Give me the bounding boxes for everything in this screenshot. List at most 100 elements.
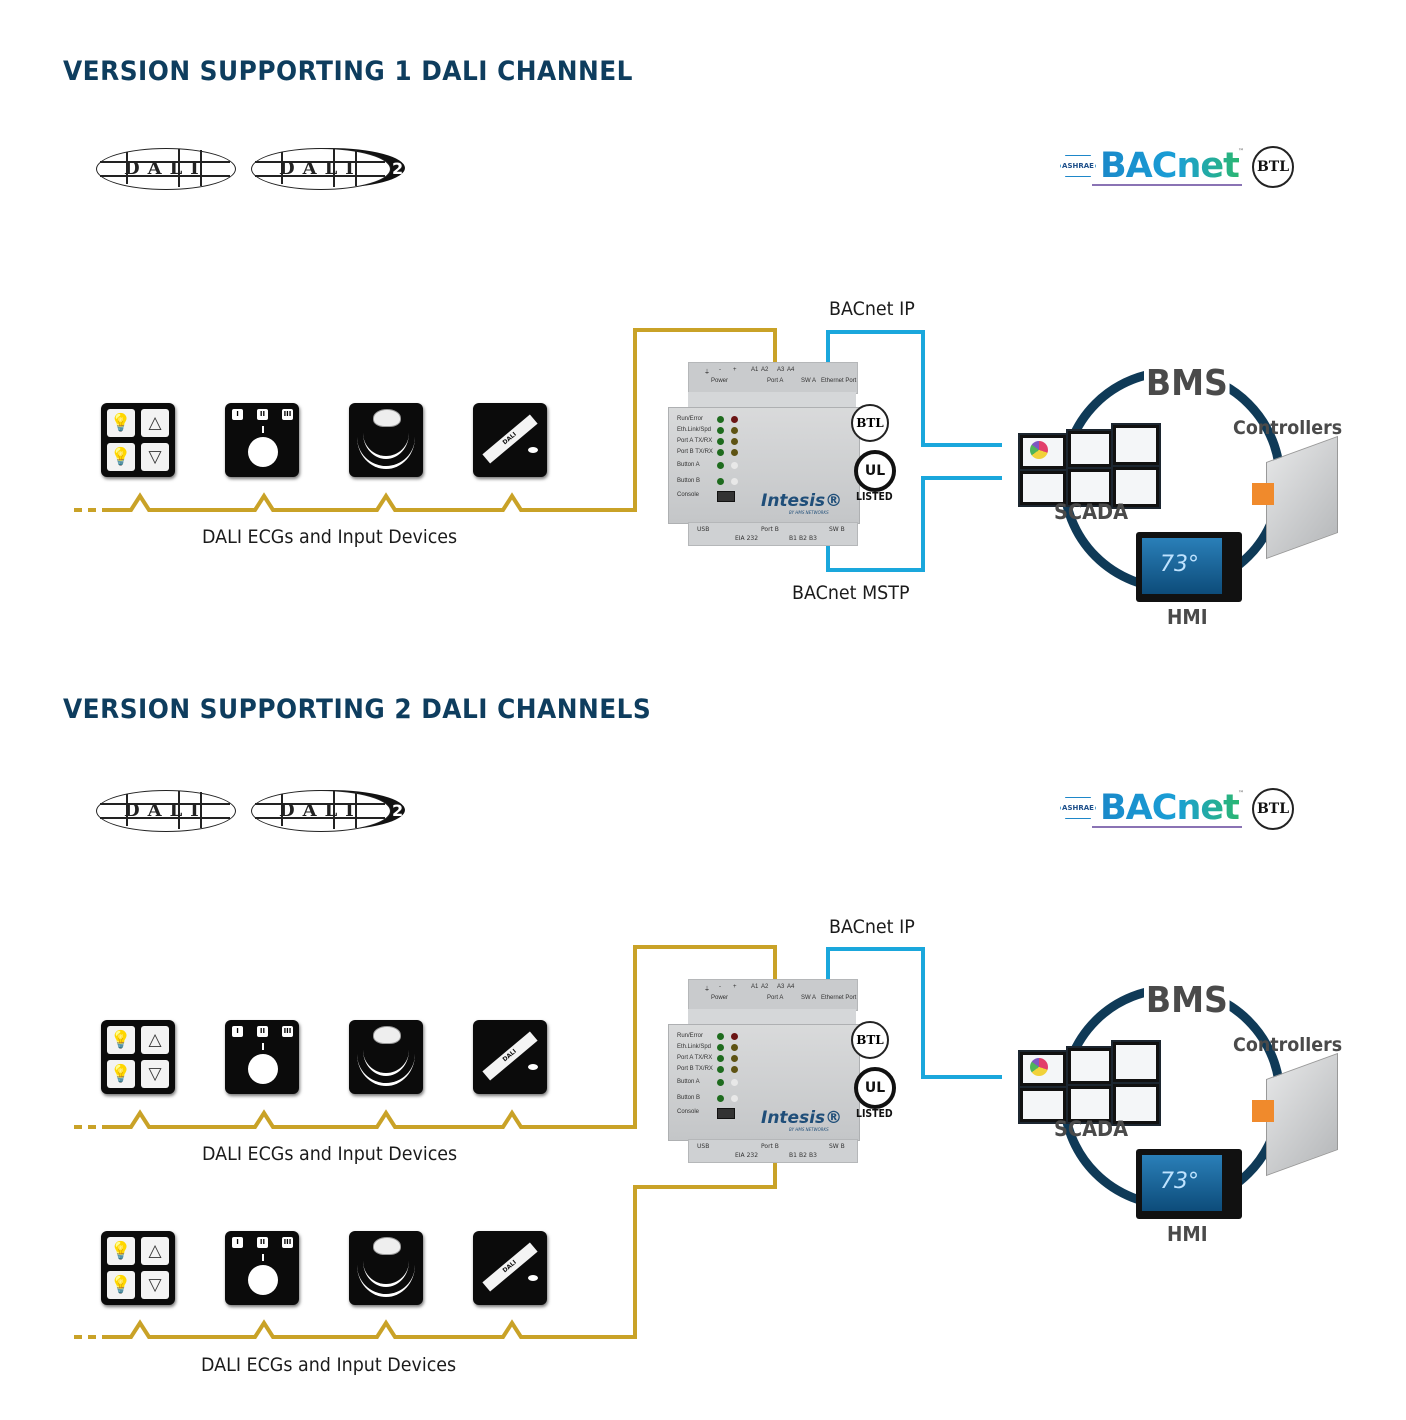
scada-label: SCADA — [1054, 1117, 1129, 1141]
led-label: Port A TX/RX — [677, 438, 713, 444]
terminal-label: SW A — [801, 995, 817, 1001]
housing-step — [688, 1009, 856, 1025]
intesis-brand: Intesis®BY HMS NETWORKS — [761, 491, 843, 515]
dali-logo: DALI — [96, 790, 236, 832]
btl-cert-badge: BTL — [851, 1021, 889, 1059]
terminal-label: A2 — [761, 367, 769, 373]
terminal-label: USB — [697, 1143, 710, 1150]
status-led — [717, 449, 724, 456]
terminal-label: + — [733, 367, 737, 373]
led-label: Button B — [677, 478, 701, 484]
led-label: Port A TX/RX — [677, 1055, 713, 1061]
led-tube-driver-icon: DALI — [473, 403, 547, 477]
terminal-label: B2 — [799, 1152, 807, 1159]
led-label: Port B TX/RX — [677, 449, 713, 455]
led-tube-driver-icon: DALI — [473, 1020, 547, 1094]
ashrae-logo: ASHRAE — [1060, 155, 1096, 177]
terminal-label: A1 — [751, 367, 759, 373]
terminal-label: A3 — [777, 984, 785, 990]
terminal-label: SW A — [801, 378, 817, 384]
terminal-label: ⏚ — [704, 987, 711, 993]
dali-bus-channel-1 — [102, 945, 777, 1129]
terminal-label: A1 — [751, 984, 759, 990]
status-led — [731, 478, 738, 485]
terminal-label: B1 — [789, 535, 797, 542]
led-label: Eth.Link/Spd — [677, 1044, 712, 1050]
plc-controller — [1250, 435, 1340, 560]
push-button-panel-icon: 💡△💡▽ — [101, 1231, 175, 1305]
status-led — [717, 427, 724, 434]
led-label: Run/Error — [677, 1033, 704, 1039]
status-led — [731, 1033, 738, 1040]
bacnet-mstp-label: BACnet MSTP — [792, 582, 910, 604]
btl-logo: BTL — [1252, 788, 1294, 830]
bacnet-ip-label: BACnet IP — [829, 298, 915, 320]
console-port — [717, 491, 735, 502]
intesis-brand: Intesis®BY HMS NETWORKS — [761, 1108, 843, 1132]
dali-bus-channel-2 — [102, 1158, 777, 1339]
scada-monitors — [1008, 1022, 1168, 1132]
status-led — [717, 1033, 724, 1040]
terminal-label: B1 — [789, 1152, 797, 1159]
terminal-label: Ethernet Port — [821, 378, 857, 384]
hmi-label: HMI — [1167, 1222, 1208, 1246]
terminal-label: USB — [697, 526, 710, 533]
terminal-label: A4 — [787, 984, 795, 990]
terminal-label: EIA 232 — [735, 535, 759, 542]
section-title-2: VERSION SUPPORTING 2 DALI CHANNELS — [63, 694, 652, 725]
status-led — [731, 1044, 738, 1051]
controllers-label: Controllers — [1233, 1034, 1343, 1056]
status-led — [731, 1079, 738, 1086]
led-tube-driver-icon: DALI — [473, 1231, 547, 1305]
btl-cert-badge: BTL — [851, 404, 889, 442]
hmi-label: HMI — [1167, 605, 1208, 629]
dali-bus-label: DALI ECGs and Input Devices — [201, 1354, 457, 1376]
push-button-panel-icon: 💡△💡▽ — [101, 403, 175, 477]
terminal-label: + — [733, 984, 737, 990]
terminal-label: Power — [711, 378, 729, 384]
terminal-label: B2 — [799, 535, 807, 542]
scada-label: SCADA — [1054, 500, 1129, 524]
status-led — [717, 416, 724, 423]
led-label: Button A — [677, 462, 700, 468]
bacnet-mstp-line — [826, 476, 1002, 572]
console-port — [717, 1108, 735, 1119]
presence-sensor-icon — [349, 1231, 423, 1305]
terminal-label: Port B — [761, 526, 779, 533]
dali2-logo: DALI 2 — [251, 148, 405, 190]
terminal-label: Port A — [767, 995, 784, 1001]
led-label: Port B TX/RX — [677, 1066, 713, 1072]
status-led — [731, 462, 738, 469]
ashrae-logo: ASHRAE — [1060, 797, 1096, 819]
terminal-label: B3 — [809, 535, 817, 542]
status-led — [731, 427, 738, 434]
led-label: Button A — [677, 1079, 700, 1085]
bms-title: BMS — [1144, 363, 1230, 404]
terminal-label: SW B — [829, 526, 845, 533]
terminal-label: - — [719, 984, 721, 990]
dali-logo: DALI — [96, 148, 236, 190]
terminal-label: Ethernet Port — [821, 995, 857, 1001]
status-led — [731, 1095, 738, 1102]
terminal-label: EIA 232 — [735, 1152, 759, 1159]
status-led — [717, 478, 724, 485]
led-label: Console — [677, 492, 700, 498]
status-led — [731, 1066, 738, 1073]
status-led — [731, 438, 738, 445]
terminal-label: A2 — [761, 984, 769, 990]
status-led — [717, 1055, 724, 1062]
status-led — [717, 1095, 724, 1102]
ul-cert-badge: UL — [854, 450, 896, 492]
controllers-label: Controllers — [1233, 417, 1343, 439]
terminal-label: ⏚ — [704, 370, 711, 376]
dali-bus-label: DALI ECGs and Input Devices — [202, 1143, 458, 1165]
ul-listed-label: LISTED — [856, 1107, 893, 1120]
terminal-label: A4 — [787, 367, 795, 373]
